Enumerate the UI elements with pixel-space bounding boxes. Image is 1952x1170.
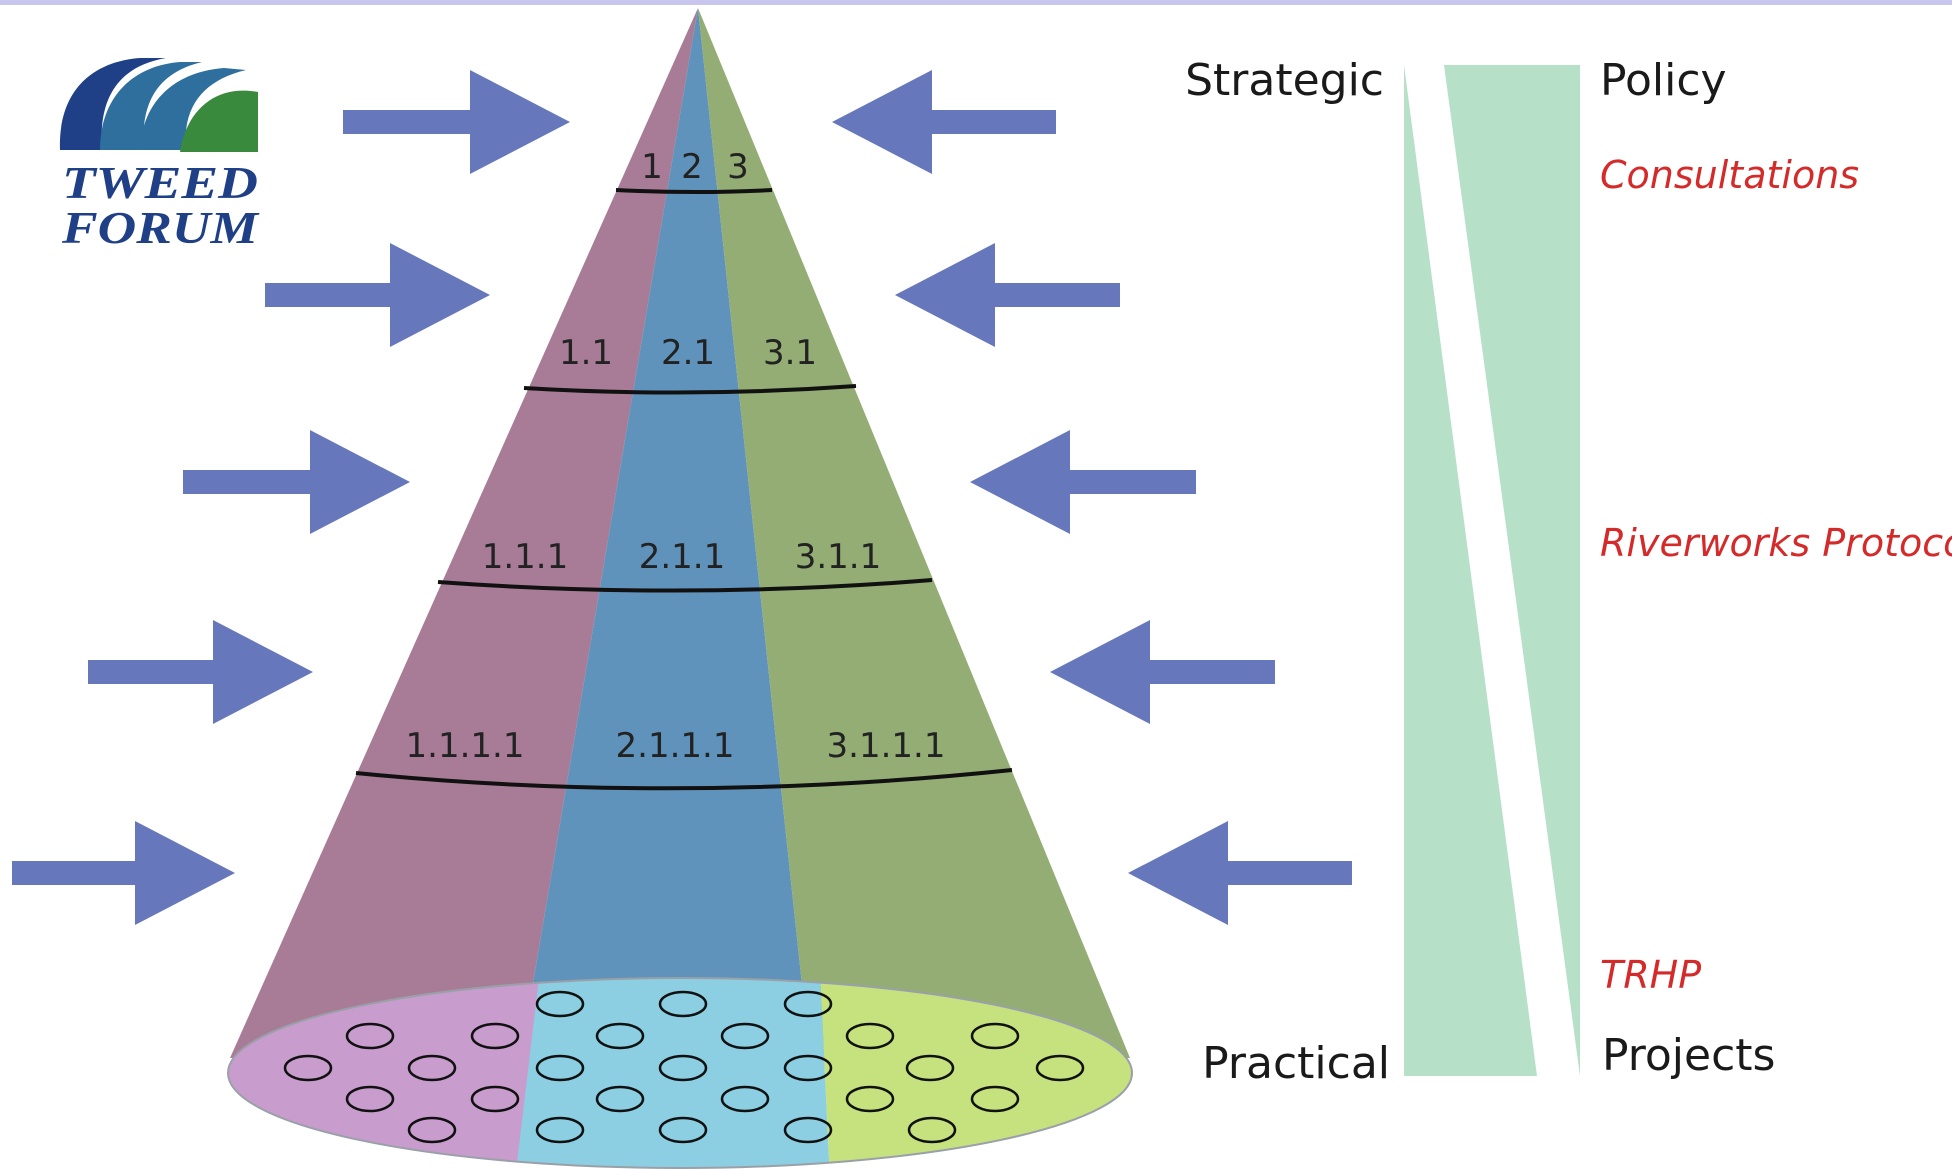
tweed-forum-logo: TWEED FORUM <box>59 58 261 253</box>
arrow-left-icon-4 <box>1050 620 1275 724</box>
label-1-1-1: 1.1.1 <box>482 537 569 577</box>
level-lines <box>355 188 1013 791</box>
base-circle <box>470 1022 520 1050</box>
base-circle <box>907 1116 957 1144</box>
arrow-left-icon-2 <box>895 243 1120 347</box>
label-projects: Projects <box>1602 1030 1775 1081</box>
cone-segment-3 <box>698 8 1130 1060</box>
label-practical: Practical <box>1202 1038 1390 1089</box>
base-circle <box>720 1085 770 1113</box>
base-circles <box>283 990 1085 1144</box>
label-3-1-1: 3.1.1 <box>795 537 882 577</box>
base-circle <box>783 990 833 1018</box>
base-circle <box>595 1022 645 1050</box>
base-circle <box>970 1022 1020 1050</box>
arrow-right-icon-5 <box>12 821 235 925</box>
influence-arrows <box>12 70 1352 925</box>
cone-segment-1 <box>230 8 698 1060</box>
policy-projects-wedge <box>1444 65 1580 1076</box>
river-waves-icon <box>59 58 258 152</box>
base-circle <box>535 1054 585 1082</box>
cone-segment-2 <box>520 8 810 1060</box>
scale-panel: Strategic Practical Policy Projects Cons… <box>1185 55 1952 1089</box>
strategic-practical-wedge <box>1404 65 1537 1076</box>
logo-line-tweed: TWEED <box>62 157 258 208</box>
level-line-4 <box>355 768 1013 791</box>
cone-base-region-2 <box>515 978 830 1168</box>
cone: 1 2 3 1.1 2.1 3.1 1.1.1 2.1.1 3.1.1 1.1.… <box>227 8 1133 1169</box>
base-circle <box>407 1054 457 1082</box>
level-line-3 <box>437 578 933 593</box>
base-circle <box>970 1085 1020 1113</box>
base-circle <box>658 1116 708 1144</box>
base-circle <box>845 1085 895 1113</box>
label-2-1-1: 2.1.1 <box>639 537 726 577</box>
base-circle <box>783 1054 833 1082</box>
item-consultations: Consultations <box>1600 153 1859 197</box>
base-circle <box>905 1054 955 1082</box>
arrow-right-icon-3 <box>183 430 410 534</box>
base-circle <box>595 1085 645 1113</box>
base-circle <box>535 990 585 1018</box>
arrow-right-icon-2 <box>265 243 490 347</box>
base-circle <box>345 1022 395 1050</box>
label-2-1-1-1: 2.1.1.1 <box>616 726 735 766</box>
label-2: 2 <box>681 147 703 187</box>
base-circle <box>658 1054 708 1082</box>
base-circle <box>783 1116 833 1144</box>
label-3-1: 3.1 <box>763 333 817 373</box>
base-circle <box>283 1054 333 1082</box>
base-circle <box>658 990 708 1018</box>
label-3: 3 <box>727 147 749 187</box>
arrow-left-icon-3 <box>970 430 1196 534</box>
top-border <box>0 0 1952 5</box>
base-circle <box>535 1116 585 1144</box>
cone-labels: 1 2 3 1.1 2.1 3.1 1.1.1 2.1.1 3.1.1 1.1.… <box>406 147 946 766</box>
label-1-1-1-1: 1.1.1.1 <box>406 726 525 766</box>
arrow-left-icon-1 <box>832 70 1056 174</box>
logo-line-forum: FORUM <box>61 202 261 253</box>
label-3-1-1-1: 3.1.1.1 <box>827 726 946 766</box>
label-policy: Policy <box>1600 55 1727 106</box>
base-circle <box>345 1085 395 1113</box>
item-trhp: TRHP <box>1600 953 1701 997</box>
level-line-2 <box>523 384 857 395</box>
arrow-left-icon-5 <box>1128 821 1352 925</box>
arrow-right-icon-1 <box>343 70 570 174</box>
base-circle <box>845 1022 895 1050</box>
base-circle <box>470 1085 520 1113</box>
item-riverworks-protocol: Riverworks Protocol <box>1600 521 1952 565</box>
level-line-1 <box>615 188 773 194</box>
base-circle <box>407 1116 457 1144</box>
label-strategic: Strategic <box>1185 55 1384 106</box>
label-2-1: 2.1 <box>661 333 715 373</box>
base-circle <box>720 1022 770 1050</box>
cone-base-outline <box>227 977 1133 1169</box>
base-circle <box>1035 1054 1085 1082</box>
label-1: 1 <box>641 147 663 187</box>
label-1-1: 1.1 <box>559 333 613 373</box>
arrow-right-icon-4 <box>88 620 313 724</box>
